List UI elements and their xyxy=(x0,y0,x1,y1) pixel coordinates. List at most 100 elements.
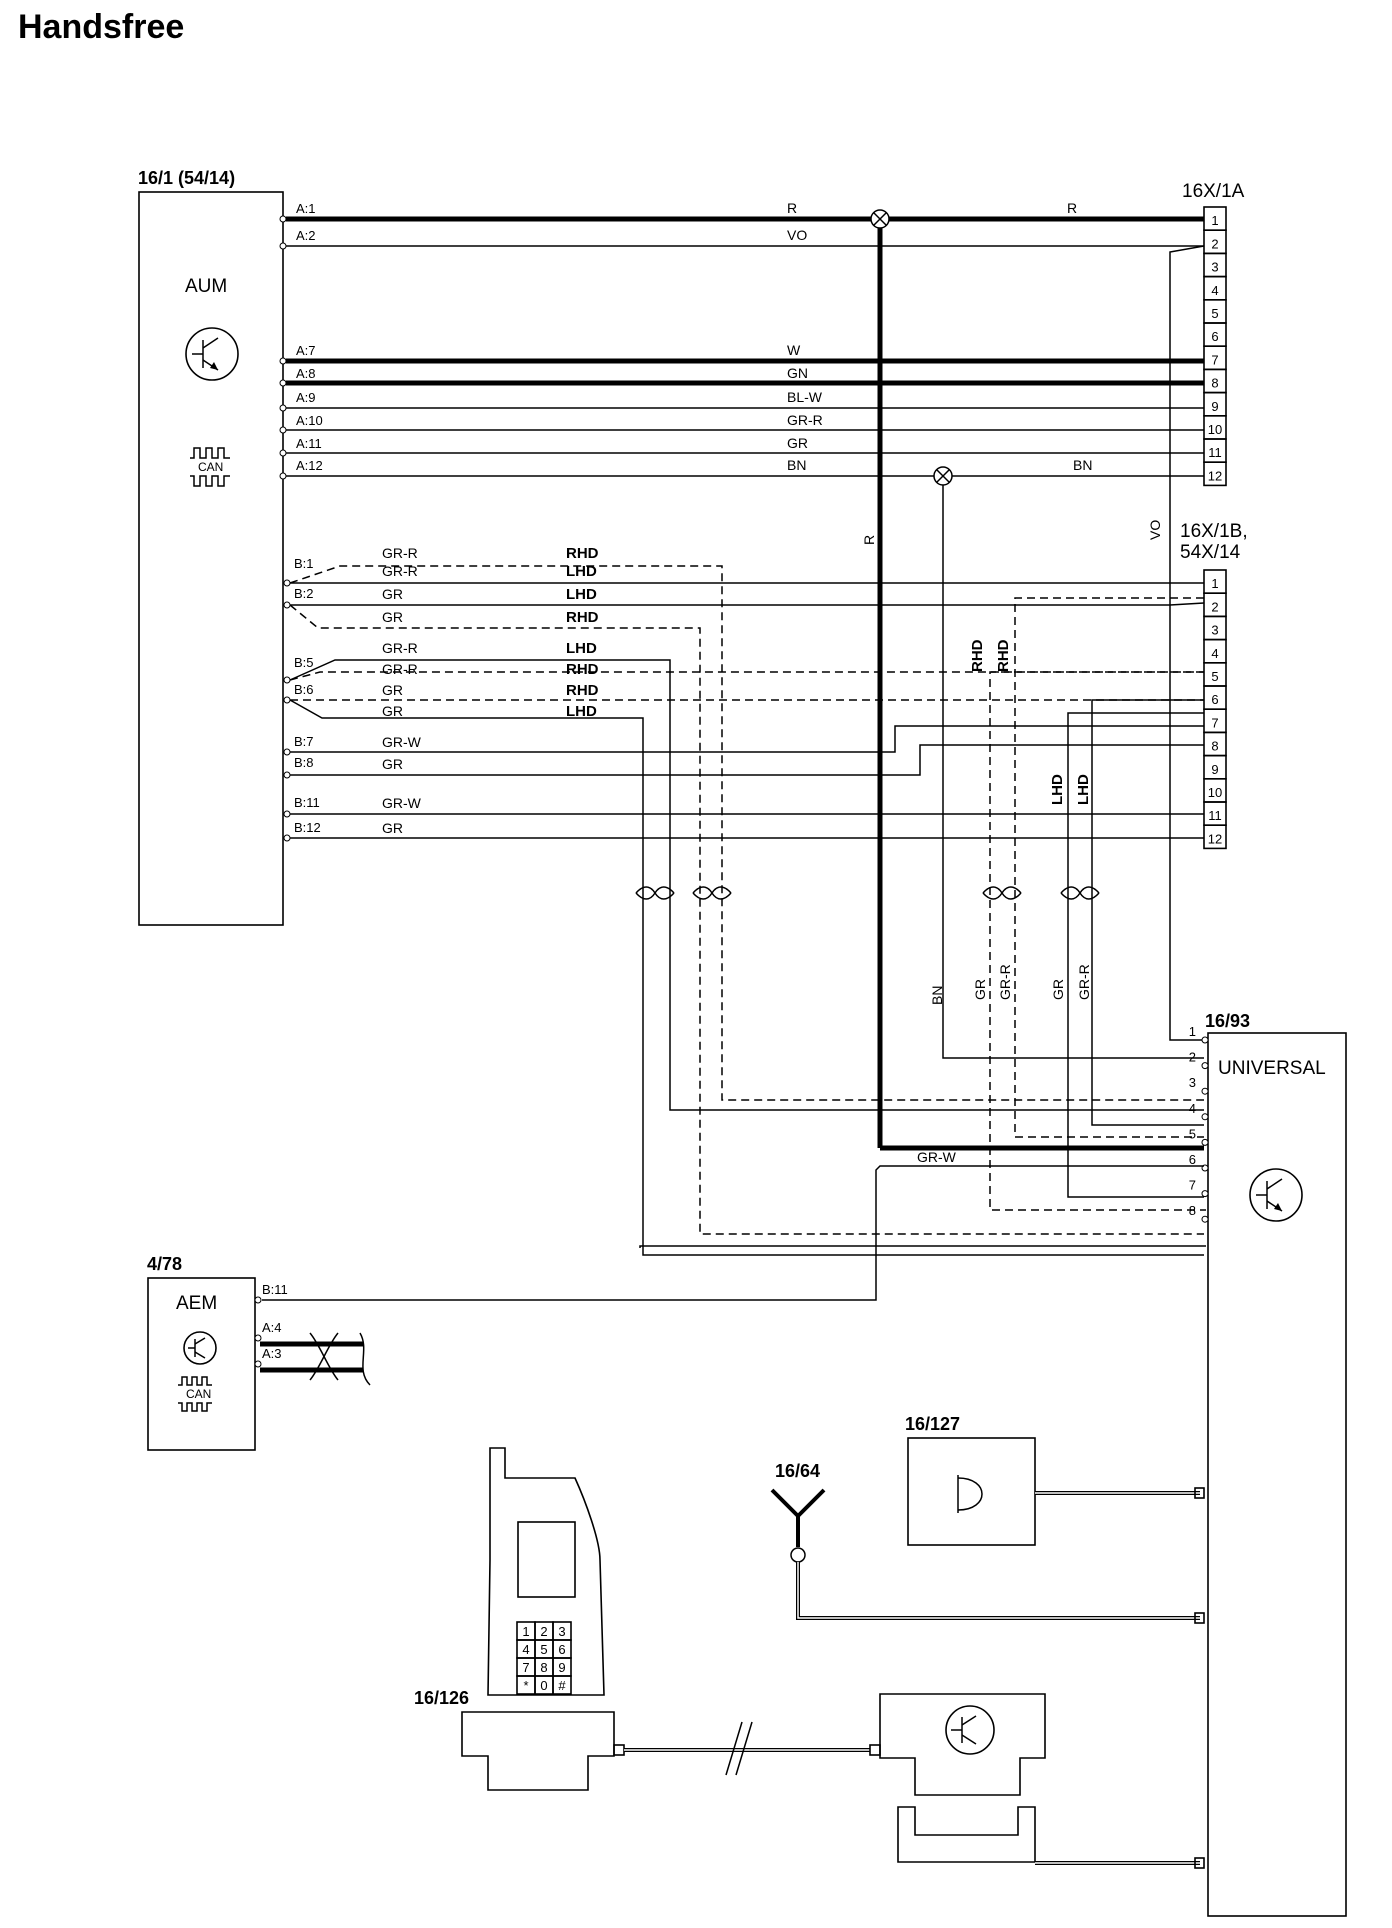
transistor-icon xyxy=(183,1331,217,1365)
wire-color-gn: GN xyxy=(787,365,808,381)
pin-label-b1: B:1 xyxy=(294,556,314,571)
variant-b5-lhd: LHD xyxy=(566,640,597,657)
wire-color-bn-right: BN xyxy=(1073,457,1092,473)
universal-pin-2 xyxy=(1201,1062,1209,1070)
wire-color-r-right: R xyxy=(1067,200,1077,216)
aum-name: AUM xyxy=(185,276,227,297)
universal-pin-4 xyxy=(1201,1113,1209,1121)
variant-rhd-vertical-1: RHD xyxy=(969,639,986,672)
wire-color-grw-universal: GR-W xyxy=(917,1149,957,1165)
conn1b-pin-label: 4 xyxy=(1211,646,1218,661)
conn1b-pin-label: 10 xyxy=(1208,785,1222,800)
keypad-key-label: 3 xyxy=(558,1624,565,1639)
transistor-icon xyxy=(1249,1168,1303,1222)
pin-label-a10: A:10 xyxy=(296,413,323,428)
universal-box xyxy=(1207,1032,1347,1917)
microphone-icon xyxy=(957,1475,983,1513)
conn1a-pin-label: 11 xyxy=(1208,445,1222,460)
wire-color-grr-v2: GR-R xyxy=(1076,964,1092,1000)
keypad-key-label: 2 xyxy=(540,1624,547,1639)
phone-cradle xyxy=(461,1711,615,1791)
universal-pin-8 xyxy=(1201,1215,1209,1223)
mic-box xyxy=(907,1437,1036,1546)
universal-pin-1 xyxy=(1201,1036,1209,1044)
wire-color-grr-a10: GR-R xyxy=(787,412,823,428)
transistor-icon xyxy=(945,1705,995,1755)
aem-pin-a3: A:3 xyxy=(262,1346,282,1361)
connector-1a-id: 16X/1A xyxy=(1182,181,1245,202)
pin-label-a7: A:7 xyxy=(296,343,316,358)
pin-label-b8: B:8 xyxy=(294,755,314,770)
pin-label-a11: A:11 xyxy=(296,436,322,451)
phone-body xyxy=(487,1447,605,1696)
adapter-box xyxy=(879,1693,1046,1796)
wire-color-vo-vertical: VO xyxy=(1147,520,1163,540)
variant-b1-rhd: RHD xyxy=(566,545,599,562)
conn1b-pin-label: 8 xyxy=(1211,739,1218,754)
wire-color-b5-lhd: GR-R xyxy=(382,640,418,656)
aem-pin-a4: A:4 xyxy=(262,1320,282,1335)
keypad-key-label: 0 xyxy=(540,1678,547,1693)
conn1a-pin-label: 10 xyxy=(1208,422,1222,437)
splice-r xyxy=(870,209,890,229)
conn1b-pin-label: 6 xyxy=(1211,692,1218,707)
universal-name: UNIVERSAL xyxy=(1218,1058,1326,1079)
keypad-key xyxy=(552,1675,572,1695)
wire-color-b6-lhd: GR xyxy=(382,703,403,719)
can-bus-icon: CAN xyxy=(190,447,230,487)
conn1a-pin-label: 2 xyxy=(1211,236,1218,251)
wire-color-b7: GR-W xyxy=(382,734,422,750)
pin-label-a2: A:2 xyxy=(296,228,316,243)
universal-pin-label: 2 xyxy=(1189,1050,1196,1065)
conn1a-pin-label: 4 xyxy=(1211,283,1218,298)
aem-id: 4/78 xyxy=(147,1254,182,1274)
splice-bn xyxy=(933,466,953,486)
conn1a-pin-label: 9 xyxy=(1211,399,1218,414)
microphone: 16/127 xyxy=(905,1414,1205,1546)
aem-pin-b11: B:11 xyxy=(262,1282,288,1297)
conn1a-pin-label: 12 xyxy=(1208,468,1222,483)
wire-color-gr-a11: GR xyxy=(787,435,808,451)
pin-label-a12: A:12 xyxy=(296,458,323,473)
conn1a-pin-label: 7 xyxy=(1211,352,1218,367)
conn1b-pin-label: 7 xyxy=(1211,715,1218,730)
wire-color-gr-v1: GR xyxy=(972,979,988,1000)
variant-b1-lhd: LHD xyxy=(566,563,597,580)
conn1b-pin-label: 5 xyxy=(1211,669,1218,684)
phone-adapter-module xyxy=(879,1693,1205,1869)
twist-marker xyxy=(635,886,1100,900)
universal-pin-5 xyxy=(1201,1138,1209,1146)
aum-module: 16/1 (54/14) AUM CAN xyxy=(138,168,284,926)
universal-pin-label: 1 xyxy=(1189,1024,1196,1039)
wire-color-b6-rhd: GR xyxy=(382,682,403,698)
wire-color-b2-rhd: GR xyxy=(382,609,403,625)
vertical-trunk-wires: R VO BN xyxy=(861,209,1205,1151)
aem-module: 4/78 AEM CAN B:11 A:4 A:3 xyxy=(147,1254,371,1451)
pin-label-b5: B:5 xyxy=(294,655,314,670)
keypad-key-label: 7 xyxy=(522,1660,529,1675)
pin-label-a8: A:8 xyxy=(296,366,316,381)
universal-pin-label: 4 xyxy=(1189,1101,1196,1116)
antenna: 16/64 xyxy=(770,1461,1205,1624)
universal-pin-label: 3 xyxy=(1189,1075,1196,1090)
wire-color-gr-v2: GR xyxy=(1050,979,1066,1000)
phone-id: 16/126 xyxy=(414,1688,469,1708)
variant-lhd-vertical-1: LHD xyxy=(1049,774,1066,805)
a-side-wires: A:1 A:2 A:7 A:8 A:9 A:10 A:11 A:12 R R V… xyxy=(279,200,1204,480)
conn1b-pin-label: 11 xyxy=(1208,808,1222,823)
variant-b6-lhd: LHD xyxy=(566,703,597,720)
svg-text:CAN: CAN xyxy=(198,460,223,474)
page-title: Handsfree xyxy=(18,8,184,46)
universal-pin-label: 8 xyxy=(1189,1203,1196,1218)
wire-vo-vertical xyxy=(1169,245,1205,1041)
conn1b-pin-12 xyxy=(1203,824,1227,850)
aem-name: AEM xyxy=(176,1293,217,1314)
keypad-key-label: 5 xyxy=(540,1642,547,1657)
antenna-id: 16/64 xyxy=(775,1461,820,1481)
connector-1b-id-line1: 16X/1B, xyxy=(1180,521,1248,542)
